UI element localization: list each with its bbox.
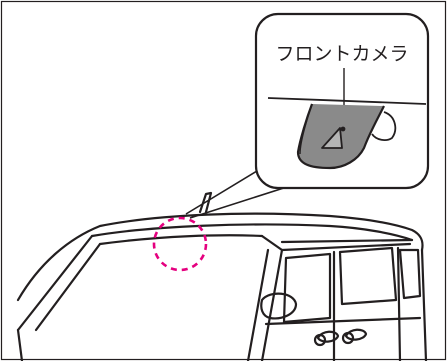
rear-door-window bbox=[338, 246, 398, 306]
rear-quarter-window bbox=[398, 248, 422, 300]
side-mirror bbox=[260, 292, 298, 320]
car-roof-edge bbox=[90, 223, 414, 242]
car-roof-rail bbox=[280, 238, 414, 244]
car-roof bbox=[16, 212, 424, 302]
car-roof-side bbox=[280, 242, 412, 252]
windshield-inner-left bbox=[34, 242, 102, 332]
door-handle-rear bbox=[344, 328, 368, 341]
camera-location-marker bbox=[152, 216, 208, 272]
car-hood-line bbox=[16, 328, 24, 361]
callout-leader bbox=[185, 167, 291, 219]
front-camera-label: フロントカメラ bbox=[275, 43, 408, 65]
door-handle-front bbox=[316, 330, 340, 343]
front-door-window bbox=[282, 252, 332, 324]
camera-housing-icon bbox=[296, 103, 397, 170]
door-lock-rear bbox=[341, 331, 355, 345]
windshield-top bbox=[98, 234, 264, 246]
door-pillar-c bbox=[396, 246, 402, 361]
door-lock-front bbox=[313, 333, 327, 347]
car-body-line bbox=[264, 316, 422, 326]
windshield-a-pillar-inner bbox=[246, 248, 270, 361]
callout-box: フロントカメラ bbox=[254, 12, 430, 190]
windshield-frame bbox=[16, 234, 94, 332]
car-rear-edge bbox=[420, 248, 428, 361]
callout-windshield-edge bbox=[267, 97, 427, 105]
car-illustration bbox=[16, 191, 428, 361]
